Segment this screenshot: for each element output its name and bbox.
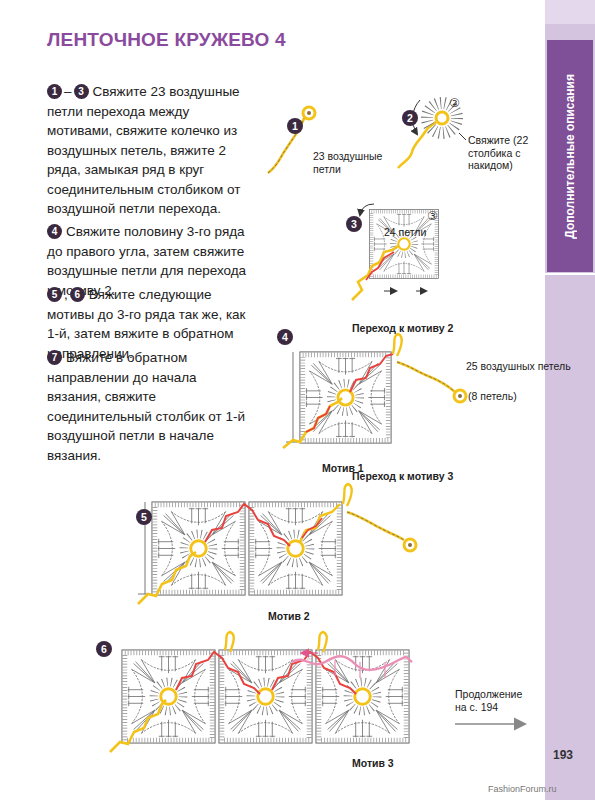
note: Свяжите (22 столбика с накидом) xyxy=(468,134,540,172)
instruction-text: Вяжите в обратном направлении до начала … xyxy=(47,350,245,463)
step-number: 5 xyxy=(136,509,152,525)
continuation-note: Продолжение на с. 194 xyxy=(455,688,535,713)
stitch-count: (8 петель) xyxy=(468,390,538,403)
step-number: 3 xyxy=(74,84,89,99)
instruction-step: 1–3Свяжите 23 воздушные петли перехода м… xyxy=(47,82,252,219)
separator: , xyxy=(64,287,68,302)
page-title: ЛЕНТОЧНОЕ КРУЖЕВО 4 xyxy=(47,29,286,51)
step-number: 5 xyxy=(47,287,62,302)
page-number: 193 xyxy=(553,748,589,762)
step-number: 1 xyxy=(47,84,62,99)
motif-label: Мотив 3 xyxy=(352,757,412,770)
watermark: FashionForum.ru xyxy=(488,784,588,794)
step-number: 6 xyxy=(96,641,112,657)
stitch-count: 23 воздушные петли xyxy=(313,150,385,175)
round-number: ② xyxy=(449,97,463,109)
step-number: 6 xyxy=(70,287,85,302)
transition-label: Переход к мотиву 3 xyxy=(352,470,472,483)
instruction-text: Свяжите 23 воздушные петли перехода межд… xyxy=(47,84,240,216)
step-number: 1 xyxy=(287,118,303,134)
step-number: 2 xyxy=(402,110,418,126)
motif-label: Мотив 2 xyxy=(268,610,328,623)
transition-label: Переход к мотиву 2 xyxy=(352,322,472,335)
stitch-count: 25 воздушных петель xyxy=(466,360,581,373)
side-tab: Дополнительные описания xyxy=(547,40,593,272)
step-number: 4 xyxy=(47,224,62,239)
step-number: 3 xyxy=(346,216,362,232)
step-number: 4 xyxy=(277,329,293,345)
stitch-count: 24 петли xyxy=(384,226,434,239)
instruction-step: 7Вяжите в обратном направлении до начала… xyxy=(47,348,252,465)
step-number: 7 xyxy=(47,350,62,365)
separator: – xyxy=(64,84,72,99)
round-number: ③ xyxy=(427,210,441,222)
tab-text: Дополнительные описания xyxy=(563,74,577,239)
